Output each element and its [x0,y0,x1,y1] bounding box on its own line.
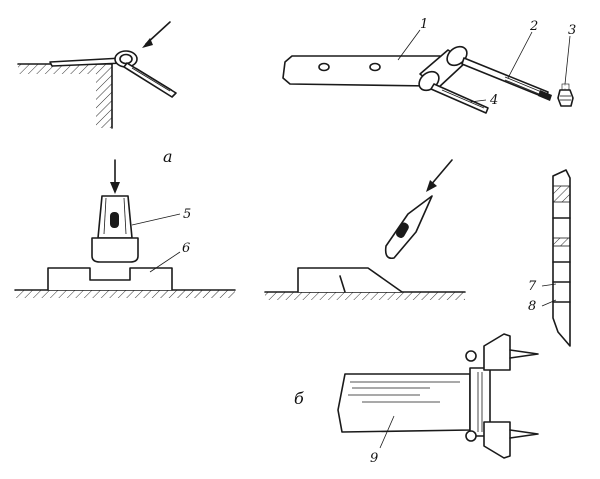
callout-9: 9 [370,451,378,466]
floor-hatch [18,64,112,74]
callout-5: 5 [183,207,191,222]
plank-bracket-view: б 9 [294,333,539,466]
hinge-pin [123,62,177,98]
die-press-view: 5 6 а [14,147,236,298]
base-block [47,267,173,291]
callout-4: 4 [489,93,498,108]
upper-bracket [483,333,511,371]
lower-bracket [483,421,511,459]
ground-hatch [15,290,235,298]
hinge-plate [49,57,125,67]
plank [337,373,471,433]
nut [557,83,574,107]
callout-6: 6 [182,241,190,256]
bent-strip [297,267,403,293]
callout-1: 1 [420,17,428,32]
callout-2: 2 [529,19,538,34]
panel-label-a: а [163,147,173,166]
callout-3: 3 [568,23,576,38]
corner-hinge-view [17,21,177,129]
strike-arrow [429,159,453,187]
wall-hatch [96,74,112,128]
panel-label-b: б [294,389,304,408]
angled-strike-view [264,159,466,300]
hinge-leaf [282,55,441,87]
vertical-section-view: 7 8 [528,169,571,347]
callout-8: 8 [528,299,536,314]
hinge-assembly-view: 1 2 3 4 [282,17,576,114]
screw-hole [369,62,381,72]
callout-7: 7 [528,279,537,294]
pin [430,83,489,114]
ground-hatch [265,292,465,300]
screw-hole [318,62,330,72]
